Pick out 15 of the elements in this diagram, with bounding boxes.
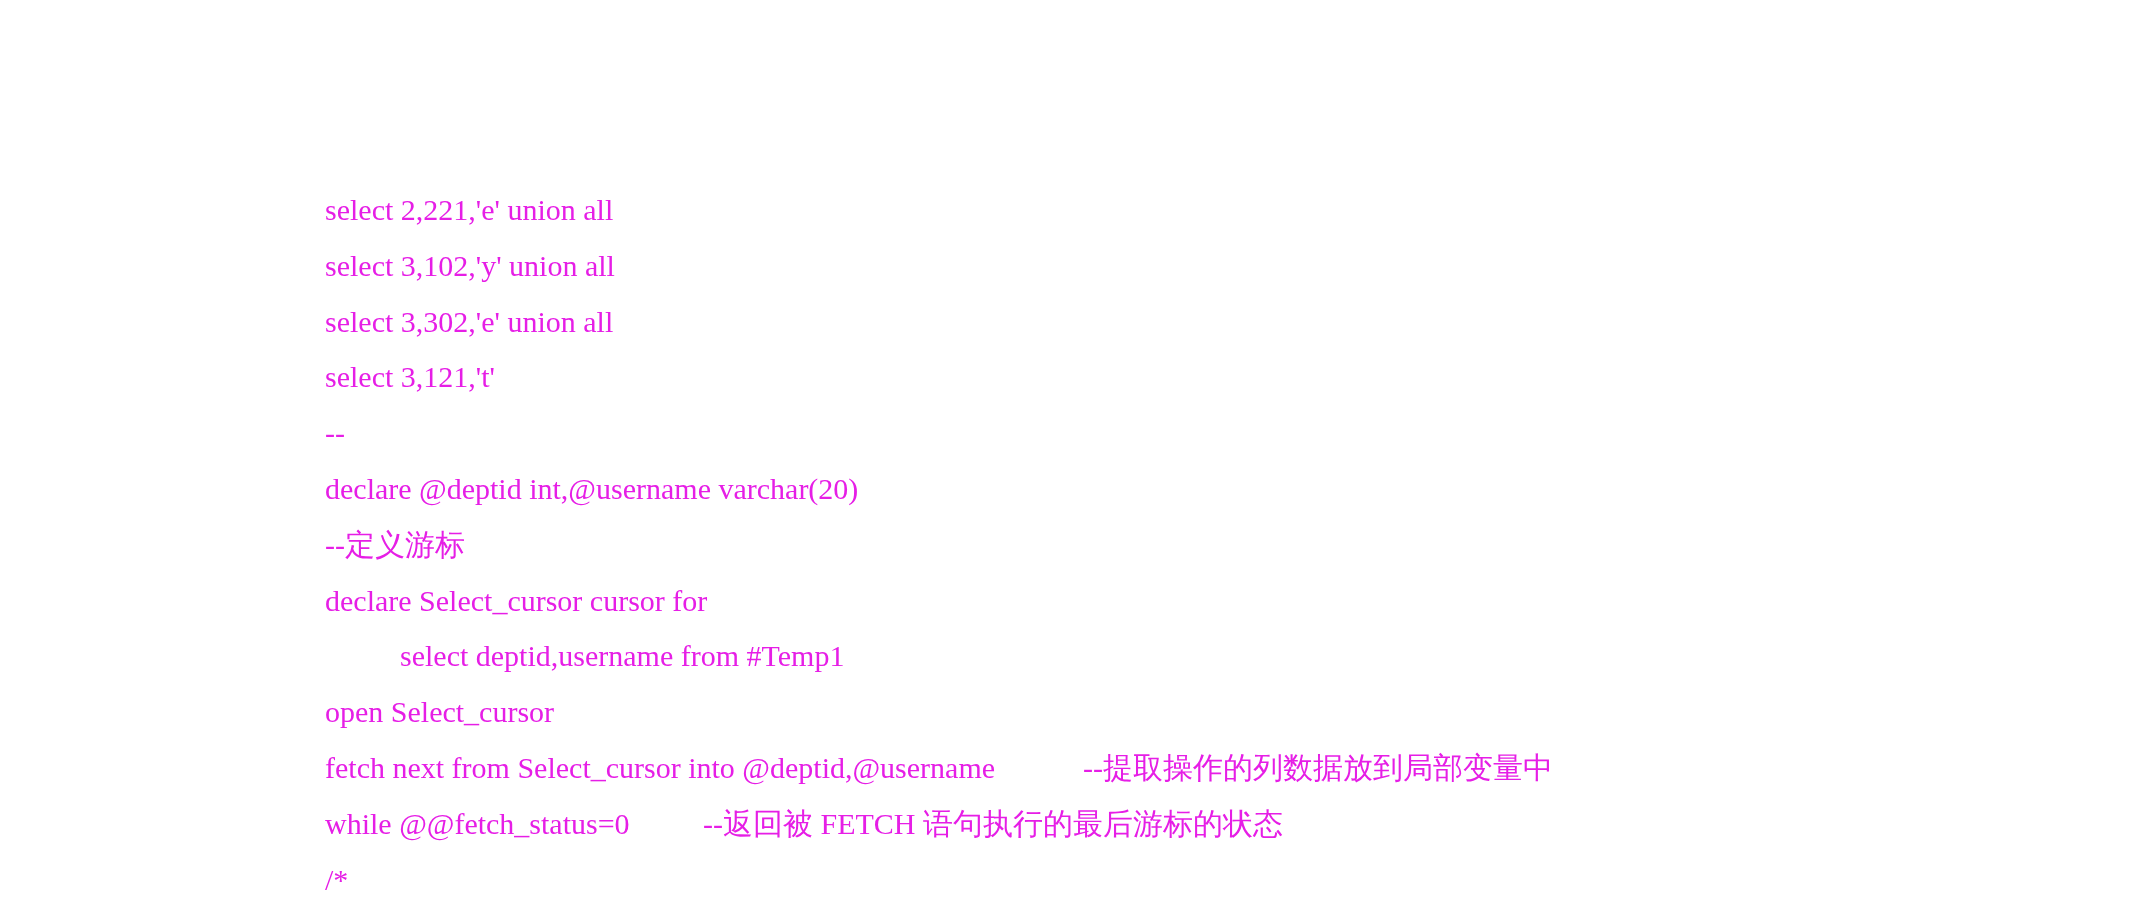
code-line: open Select_cursor (325, 694, 555, 731)
code-line: --定义游标 (325, 526, 465, 563)
code-line: select 3,121,'t' (325, 359, 495, 396)
code-line: fetch next from Select_cursor into @deptid,@username (325, 750, 996, 786)
code-line: select 3,102,'y' union all (325, 247, 615, 284)
code-line: select 2,221,'e' union all (325, 192, 614, 228)
code-line: declare Select_cursor cursor for (325, 582, 708, 619)
code-line: select deptid,username from #Temp1 (400, 638, 845, 675)
code-comment: --提取操作的列数据放到局部变量中 (1083, 750, 1553, 786)
code-line: /* (325, 861, 349, 898)
code-line: select 3,302,'e' union all (325, 303, 614, 340)
code-line: declare @deptid int,@username varchar(20) (325, 471, 859, 507)
code-comment: --返回被 FETCH 语句执行的最后游标的状态 (703, 805, 1283, 842)
code-line: while @@fetch_status=0 (325, 805, 630, 842)
code-line: -- (325, 415, 345, 452)
